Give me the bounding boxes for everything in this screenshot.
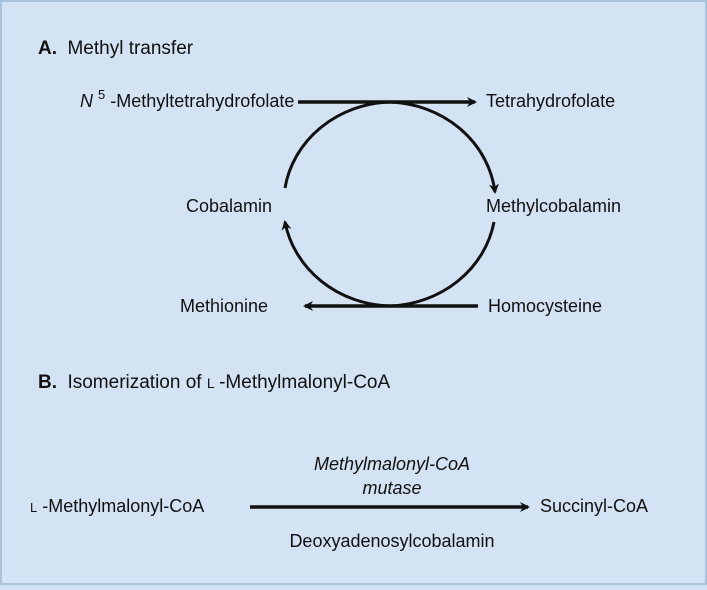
n5-superscript: 5 (98, 87, 105, 102)
l-methylmalonyl-coa-label: L -Methylmalonyl-CoA (30, 496, 204, 516)
substrate-rest: -Methylmalonyl-CoA (42, 496, 204, 516)
cycle-arc-top-left (283, 100, 391, 189)
cobalamin-label: Cobalamin (186, 196, 272, 216)
homocysteine-label: Homocysteine (488, 296, 602, 316)
n5-prefix: N (80, 91, 94, 111)
tetrahydrofolate-label: Tetrahydrofolate (486, 91, 615, 111)
section-b-letter: B. (38, 372, 57, 393)
n5-rest: -Methyltetrahydrofolate (110, 91, 294, 111)
cycle-arc-bottom (281, 220, 496, 308)
section-b-title-smallcap: L (207, 375, 215, 391)
enzyme-line2: mutase (362, 478, 421, 498)
section-b-title-rest: -Methylmalonyl-CoA (219, 372, 390, 393)
section-b-title-prefix: Isomerization of (67, 372, 206, 393)
section-a-letter: A. (38, 38, 57, 59)
succinyl-coa-label: Succinyl-CoA (540, 496, 648, 516)
substrate-smallcap: L (30, 500, 37, 515)
section-b-heading: B. Isomerization of L -Methylmalonyl-CoA (38, 372, 390, 393)
cofactor-label: Deoxyadenosylcobalamin (289, 531, 494, 551)
enzyme-line1: Methylmalonyl-CoA (314, 454, 470, 474)
section-a-title: Methyl transfer (67, 38, 193, 59)
cycle-arc-top-right (389, 100, 499, 194)
n5-methyltetrahydrofolate-label: N 5 -Methyltetrahydrofolate (80, 83, 294, 111)
section-a-heading: A. Methyl transfer (38, 38, 194, 59)
methionine-label: Methionine (180, 296, 268, 316)
methylcobalamin-label: Methylcobalamin (486, 196, 621, 216)
